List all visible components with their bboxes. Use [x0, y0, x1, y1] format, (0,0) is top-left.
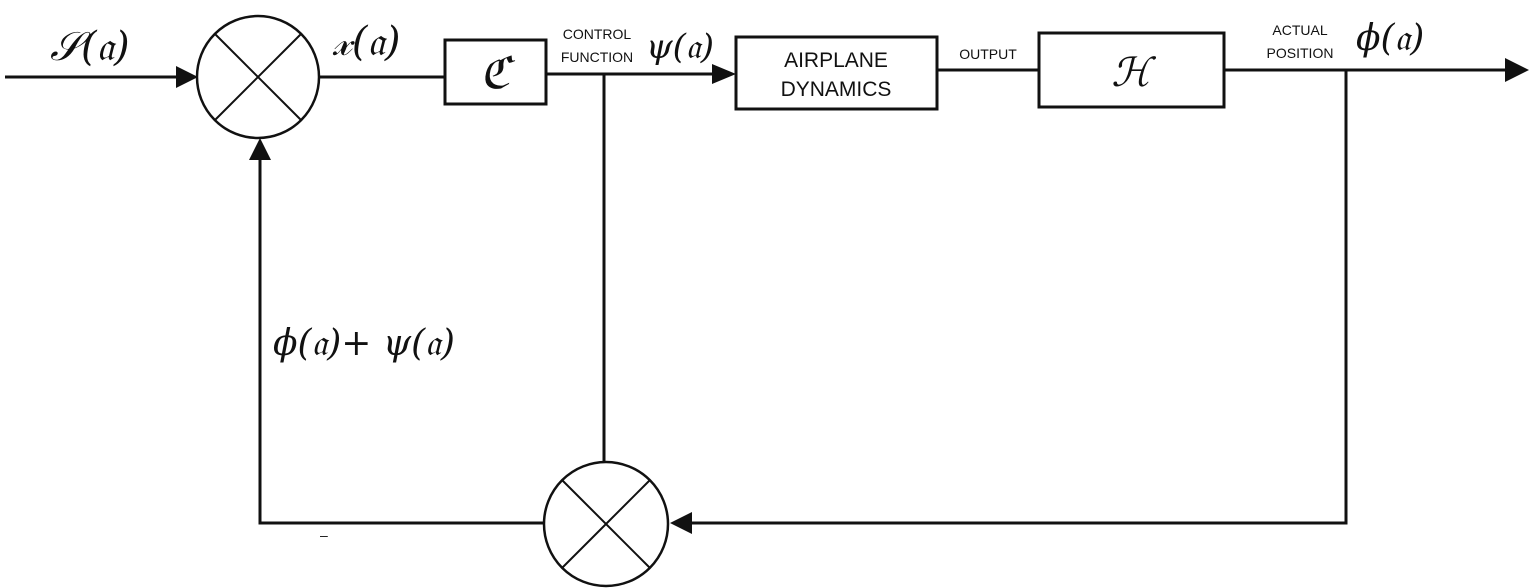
position-feedback-wire	[692, 70, 1348, 525]
airplane-label-line2: DYNAMICS	[781, 78, 892, 101]
input-signal-label: 𝒮(𝔞)	[50, 24, 130, 70]
control-function-label-line1: CONTROL	[563, 26, 632, 42]
actual-position-label-line2: POSITION	[1267, 45, 1334, 61]
sensor-block	[1037, 31, 1226, 109]
error-summing-junction	[195, 14, 321, 140]
output-label: OUTPUT	[959, 46, 1017, 62]
feedback-arrowhead	[670, 512, 692, 534]
feedback-summing-junction	[542, 460, 670, 588]
error-signal-label: 𝓍(𝔞)	[332, 19, 400, 65]
input-arrowhead	[176, 66, 198, 88]
actual-signal-label: ϕ(𝔞)	[1356, 18, 1424, 59]
airplane-dynamics-block	[734, 35, 939, 111]
minus-sign-mark: –	[320, 527, 328, 543]
control-signal-label: ψ(𝔞)	[646, 27, 714, 67]
feedback-sum-label: ϕ(𝔞)+ ψ(𝔞)	[273, 323, 455, 364]
control-arrowhead	[712, 64, 736, 84]
sum-return-wire	[258, 160, 544, 525]
return-arrowhead	[249, 138, 271, 160]
controller-block	[443, 38, 548, 106]
output-arrowhead	[1505, 58, 1529, 82]
controller-symbol: ℭ	[480, 48, 516, 99]
airplane-label-line1: AIRPLANE	[784, 49, 888, 72]
sensor-symbol: ℋ	[1111, 50, 1156, 96]
actual-position-label-line1: ACTUAL	[1272, 22, 1327, 38]
control-function-label-line2: FUNCTION	[561, 49, 633, 65]
